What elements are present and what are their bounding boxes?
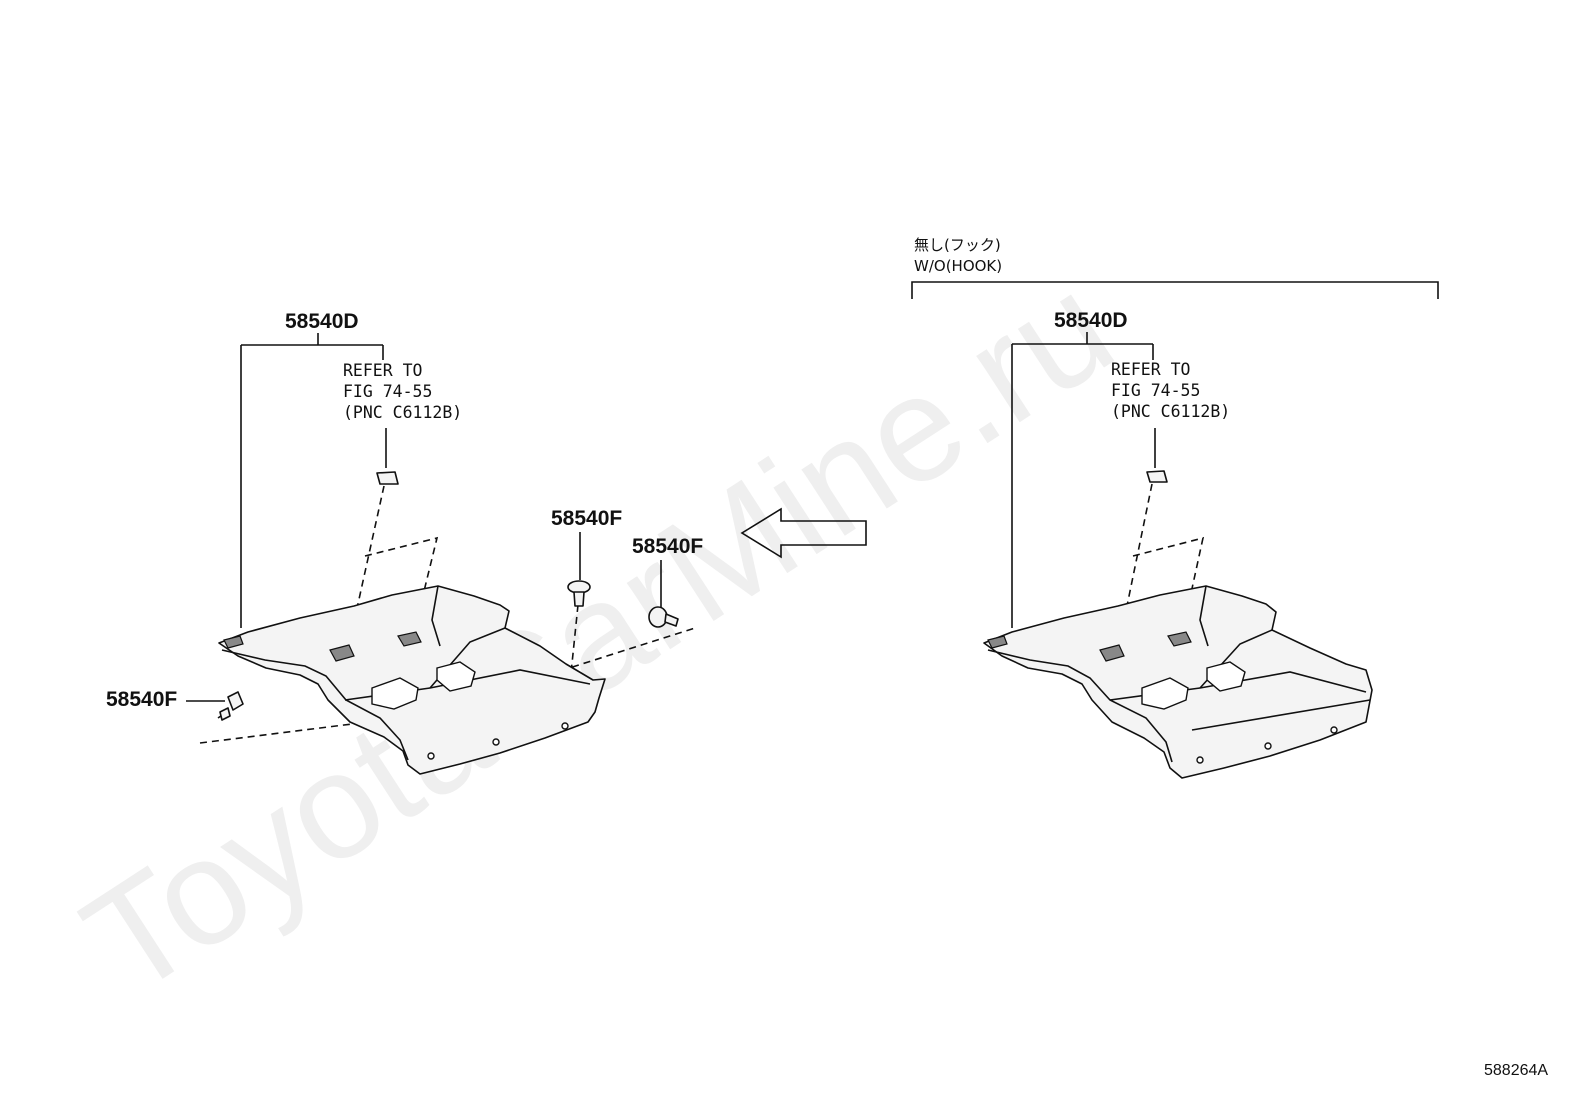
left-refer-line1: REFER TO	[343, 361, 422, 380]
left-engine-under-cover[interactable]	[218, 585, 606, 775]
clip-right-icon	[648, 606, 679, 628]
variant-bracket	[911, 281, 1439, 299]
left-leader-bracket	[240, 333, 384, 628]
left-refer-line3: (PNC C6112B)	[343, 403, 462, 422]
clip-mid-icon	[567, 580, 591, 607]
right-refer-line3: (PNC C6112B)	[1111, 402, 1230, 421]
arrow-left-icon	[740, 507, 867, 559]
right-refer-line2: FIG 74-55	[1111, 381, 1200, 400]
left-dash-guide-3	[199, 717, 401, 744]
right-leader-bracket	[1011, 332, 1154, 628]
left-clip-label-mid[interactable]: 58540F	[551, 507, 622, 530]
variant-label-jp: 無し(フック)	[914, 236, 1001, 254]
right-part-label-58540d[interactable]: 58540D	[1054, 309, 1128, 332]
variant-label-en: W/O(HOOK)	[914, 257, 1002, 275]
left-view: 58540D REFER TO FIG 74-55 (PNC C6112B)	[106, 310, 703, 775]
left-part-label-58540d[interactable]: 58540D	[285, 310, 359, 333]
right-refer-line1: REFER TO	[1111, 360, 1190, 379]
right-pad-icon	[1146, 470, 1168, 483]
right-view: 無し(フック) W/O(HOOK) 58540D REFER TO FIG 74…	[911, 236, 1439, 779]
clip-left-icon	[217, 691, 244, 721]
left-clip-label-left[interactable]: 58540F	[106, 688, 177, 711]
watermark: ToyotaCarMine.ru	[56, 241, 1140, 1027]
left-clip-label-right[interactable]: 58540F	[632, 535, 703, 558]
right-engine-under-cover[interactable]	[983, 585, 1373, 779]
left-dash-guide-1	[349, 485, 385, 641]
left-refer-line2: FIG 74-55	[343, 382, 432, 401]
diagram-id: 588264A	[1484, 1062, 1548, 1079]
left-pad-icon	[376, 471, 399, 485]
